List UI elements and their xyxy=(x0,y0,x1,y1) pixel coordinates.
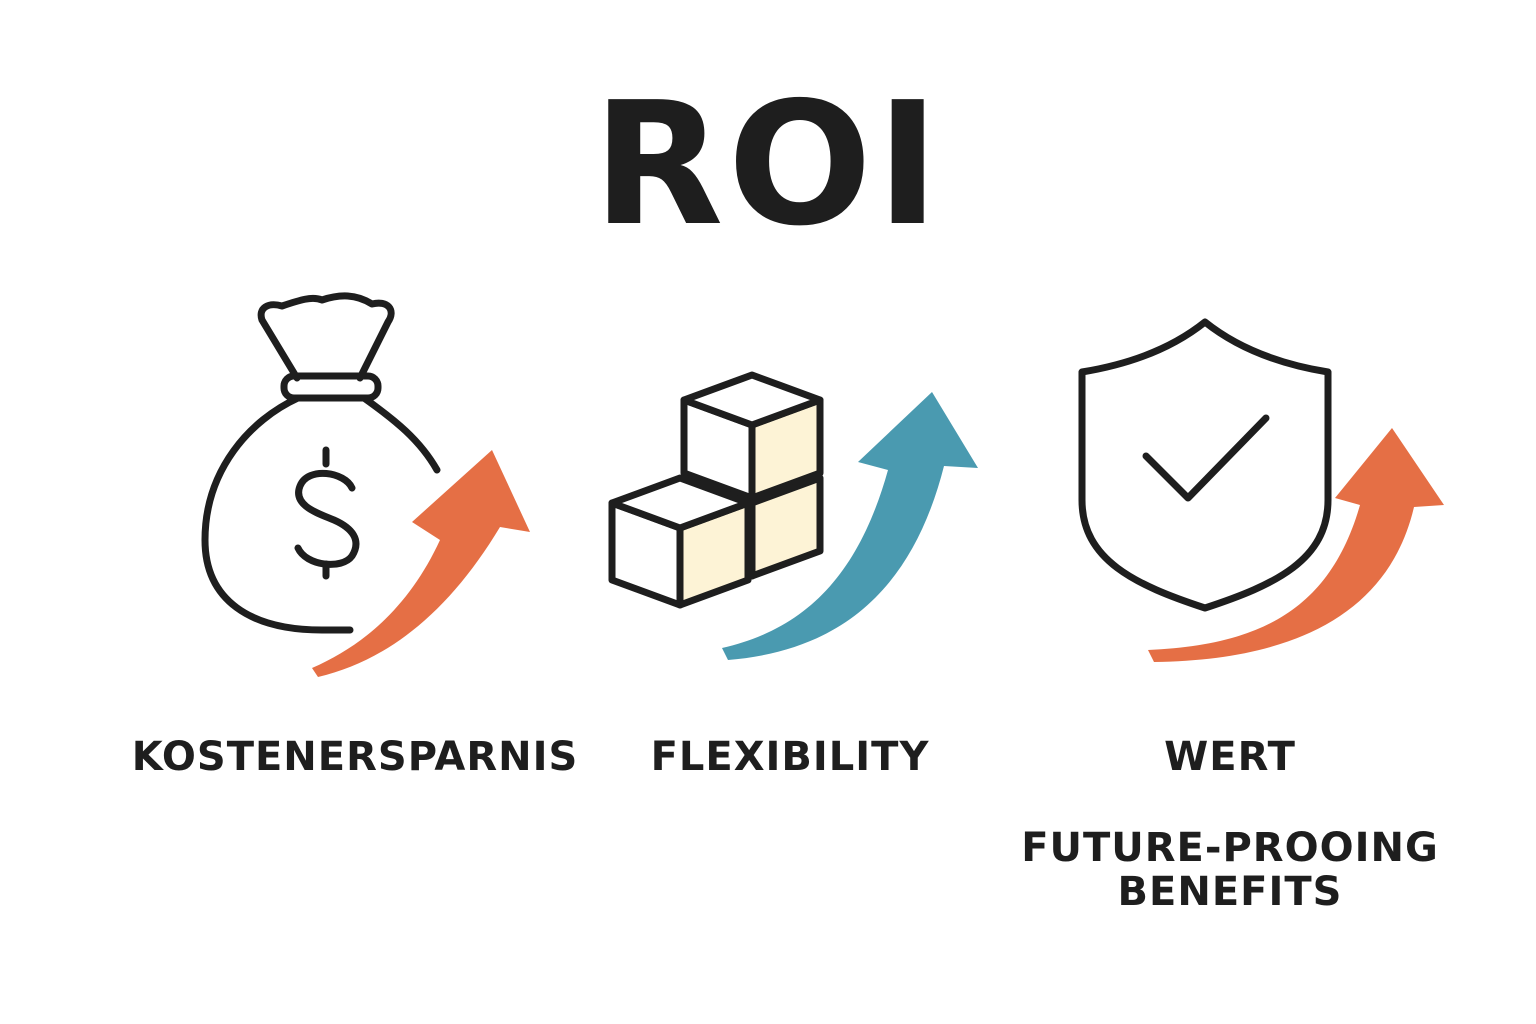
label-future-proofing-benefits: FUTURE-PROOING BENEFITS xyxy=(980,826,1480,914)
page-title: ROI xyxy=(592,66,944,264)
growth-arrow-icon xyxy=(1148,428,1444,662)
growth-arrow-icon xyxy=(722,392,978,660)
label-kostenersparnis: KOSTENERSPARNIS xyxy=(131,734,579,780)
label-wert: WERT xyxy=(1164,734,1296,780)
cubes-icon xyxy=(608,371,824,609)
label-flexibility: FLEXIBILITY xyxy=(650,734,930,780)
subtitle-line-2: BENEFITS xyxy=(1117,869,1343,915)
money-bag-icon xyxy=(201,292,441,634)
subtitle-line-1: FUTURE-PROOING xyxy=(1021,825,1439,871)
growth-arrow-icon xyxy=(312,450,530,677)
shield-check-icon xyxy=(1078,318,1332,612)
